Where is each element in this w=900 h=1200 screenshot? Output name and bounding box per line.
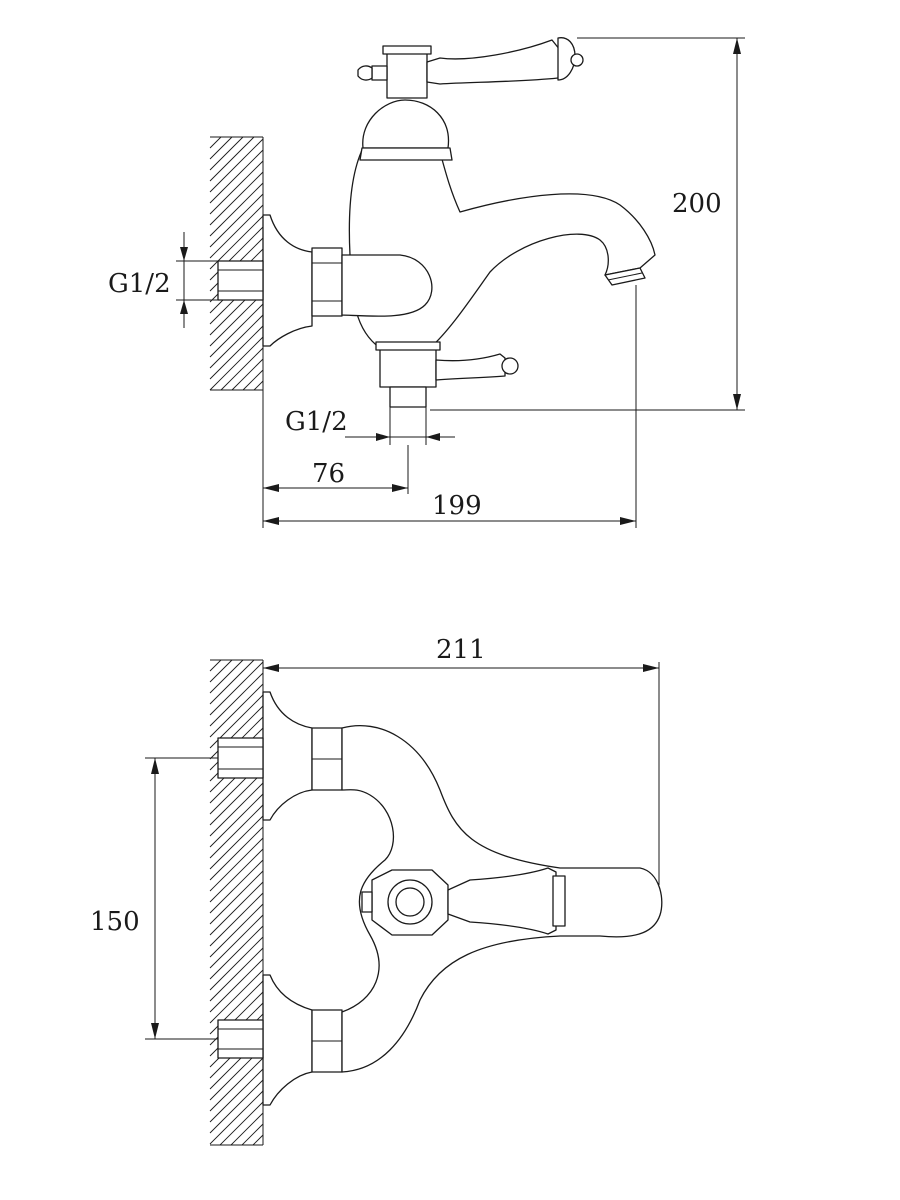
hatch-line bbox=[209, 881, 264, 936]
hatch-line bbox=[209, 958, 264, 1013]
hatch-line bbox=[220, 347, 264, 391]
dim-outlet-thread: G1/2 bbox=[285, 407, 455, 445]
hatch-line bbox=[209, 1079, 264, 1134]
dim-label-inlet-g12: G1/2 bbox=[108, 269, 171, 299]
hatch-line bbox=[209, 138, 264, 193]
hatch-line bbox=[209, 659, 244, 694]
hatch-line bbox=[242, 369, 264, 391]
hatch-line bbox=[209, 683, 264, 738]
hatch-line bbox=[209, 936, 264, 991]
dim-height-200: 200 bbox=[430, 37, 745, 411]
wall-flange-top-1 bbox=[262, 691, 313, 821]
hatch-line bbox=[209, 136, 255, 182]
hatch-line bbox=[252, 1134, 264, 1146]
hatch-line bbox=[209, 837, 264, 892]
cartridge-dome bbox=[362, 99, 450, 149]
hatch-line bbox=[209, 969, 264, 1024]
wall-flange-side bbox=[262, 214, 313, 347]
inlet-pipe-side bbox=[217, 260, 264, 301]
dim-width-211: 211 bbox=[263, 635, 660, 885]
hex-nut-side bbox=[311, 247, 343, 317]
wall-hatch-top bbox=[209, 659, 264, 1146]
dim-inlet-thread: G1/2 bbox=[108, 232, 218, 328]
dim-label-outlet-g12: G1/2 bbox=[285, 407, 348, 437]
hatch-line bbox=[209, 193, 264, 248]
hatch-line bbox=[209, 149, 264, 204]
hatch-line bbox=[209, 914, 264, 969]
hatch-line bbox=[209, 793, 264, 848]
dim-label-199: 199 bbox=[432, 491, 482, 521]
hatch-line bbox=[209, 182, 264, 237]
hatch-line bbox=[209, 947, 264, 1002]
hatch-line bbox=[209, 870, 264, 925]
dim-label-150: 150 bbox=[90, 907, 140, 937]
hatch-line bbox=[209, 1068, 264, 1123]
dim-label-200: 200 bbox=[672, 189, 722, 219]
hatch-line bbox=[209, 892, 264, 947]
hatch-line bbox=[219, 1101, 264, 1146]
hatch-line bbox=[209, 903, 264, 958]
hatch-line bbox=[209, 659, 233, 683]
hatch-line bbox=[209, 1057, 264, 1112]
hatch-line bbox=[209, 204, 264, 259]
cartridge-top bbox=[361, 867, 566, 936]
hatch-line bbox=[209, 292, 264, 347]
hatch-line bbox=[209, 815, 264, 870]
hatch-line bbox=[209, 1090, 264, 1145]
hatch-line bbox=[209, 771, 264, 826]
dim-label-76: 76 bbox=[312, 459, 345, 489]
hatch-line bbox=[209, 848, 264, 903]
wall-flange-top-2 bbox=[262, 974, 313, 1106]
hatch-line bbox=[209, 659, 222, 672]
hatch-line bbox=[209, 925, 264, 980]
hatch-line bbox=[209, 336, 264, 391]
lever-handle-top bbox=[357, 37, 584, 99]
side-view: 200 G1/2 G1/2 76 bbox=[108, 37, 745, 528]
hatch-line bbox=[209, 859, 264, 914]
hatch-line bbox=[209, 314, 264, 369]
hatch-line bbox=[209, 672, 264, 727]
dim-centers-150: 150 bbox=[90, 757, 218, 1040]
diverter-lever bbox=[375, 341, 519, 408]
hatch-line bbox=[209, 215, 264, 270]
hatch-line bbox=[209, 804, 264, 859]
hatch-line bbox=[209, 659, 255, 705]
hatch-line bbox=[209, 325, 264, 380]
hatch-line bbox=[209, 782, 264, 837]
hatch-line bbox=[241, 1123, 264, 1146]
hatch-line bbox=[209, 160, 264, 215]
hatch-line bbox=[209, 303, 264, 358]
dim-projection-199: 199 bbox=[263, 285, 637, 528]
hatch-line bbox=[253, 380, 264, 391]
hatch-line bbox=[209, 136, 233, 160]
hatch-line bbox=[209, 136, 222, 149]
hatch-line bbox=[231, 358, 264, 391]
faucet-body-side bbox=[348, 147, 656, 349]
hatch-line bbox=[209, 136, 244, 171]
dim-offset-76: 76 bbox=[262, 390, 409, 528]
hatch-line bbox=[230, 1112, 264, 1146]
hatch-line bbox=[209, 661, 264, 716]
dim-label-211: 211 bbox=[436, 635, 486, 665]
hatch-line bbox=[209, 826, 264, 881]
hatch-line bbox=[209, 171, 264, 226]
top-view: 211 150 bbox=[90, 635, 663, 1146]
